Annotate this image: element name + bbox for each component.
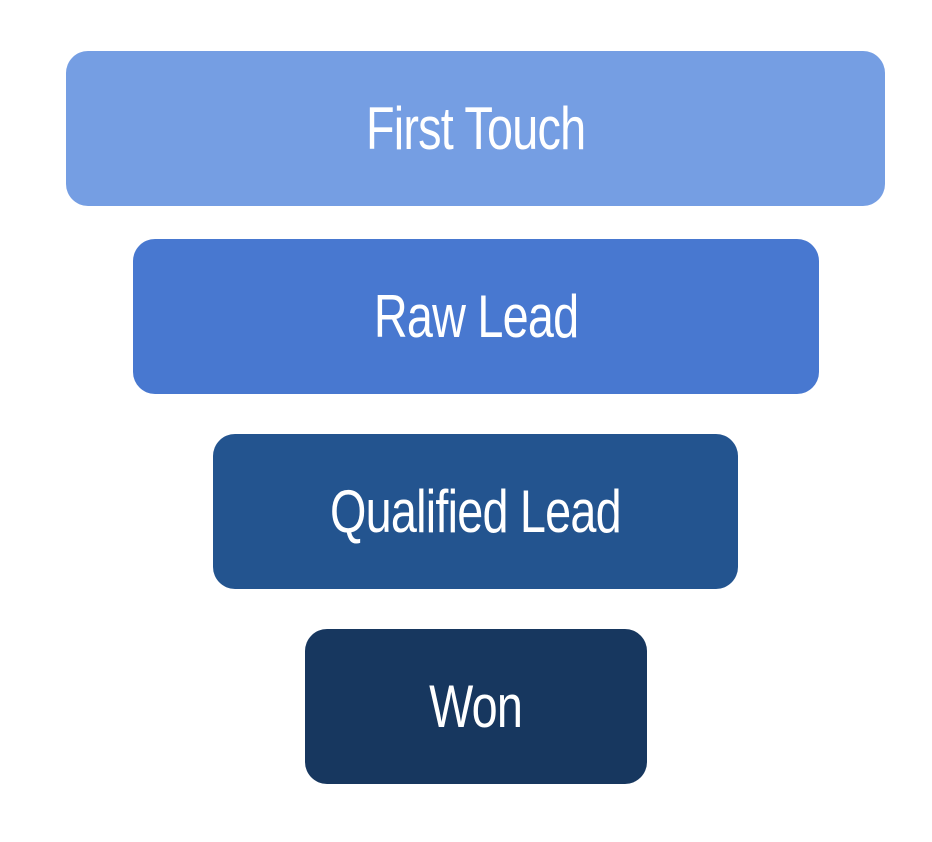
funnel-stage-label: Qualified Lead [330,478,622,545]
funnel-stage-first-touch: First Touch [66,51,885,206]
funnel-stage-label: Raw Lead [373,283,579,350]
funnel-stage-qualified-lead: Qualified Lead [213,434,738,589]
funnel-stage-won: Won [305,629,647,784]
funnel-stage-raw-lead: Raw Lead [133,239,819,394]
funnel-stage-label: Won [429,673,523,740]
funnel-stage-label: First Touch [365,95,586,162]
